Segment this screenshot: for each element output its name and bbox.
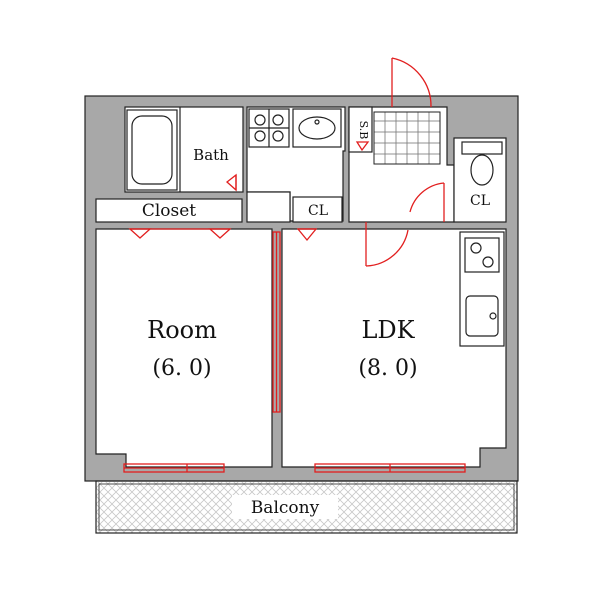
washing-machine-drum-c: [254, 130, 266, 142]
ldk-floor: [281, 228, 507, 468]
balcony-inner: [98, 483, 515, 531]
ldk-name-label: LDK: [361, 316, 415, 344]
wash-fixtures: [248, 108, 342, 148]
counter-top: [459, 231, 505, 347]
washing-machine-drum-d: [272, 130, 284, 142]
bathtub-inner: [131, 115, 173, 185]
ldk-door-swing: [365, 229, 409, 267]
kitchen-counter: [459, 231, 505, 347]
bath-fixtures: [126, 107, 181, 192]
toilet-bowl: [470, 154, 494, 186]
wash-basin-bowl: [298, 116, 336, 140]
room-name-label: Room: [147, 316, 217, 344]
entrance-door-swing: [391, 57, 432, 108]
wash-basin: [292, 108, 342, 148]
tile-floor: [373, 111, 441, 165]
kitchen-sink: [465, 295, 499, 337]
bath-label: Bath: [193, 146, 229, 164]
ldk-size-label: (8. 0): [358, 356, 417, 381]
stove: [464, 237, 500, 273]
stove-burner-a: [470, 242, 482, 254]
bathtub: [126, 109, 178, 191]
balcony: [95, 480, 518, 534]
closet-area: [95, 198, 243, 223]
toilet-tank: [461, 141, 503, 155]
stove-burner-b: [482, 256, 494, 268]
wash-basin-drain: [314, 119, 320, 125]
interior-floor: [95, 106, 507, 468]
shoe-box-door: [355, 141, 370, 152]
shoe-box-label: S.B: [357, 121, 370, 140]
balcony-label: Balcony: [251, 498, 320, 518]
hall-lower: [246, 191, 291, 223]
room-floor: [95, 228, 273, 468]
bath-area: [124, 106, 244, 193]
shoe-box-area: [348, 106, 373, 153]
room-size-label: (6. 0): [152, 356, 211, 381]
balcony-label-bg: [232, 495, 338, 519]
cl-right-label: CL: [470, 193, 490, 209]
toilet-fixture: [461, 141, 503, 186]
washing-machine-drum-a: [254, 114, 266, 126]
closet-label: Closet: [142, 201, 196, 221]
cl-center-label: CL: [308, 203, 328, 219]
cl-right-area: [453, 137, 507, 223]
toilet-door-swing: [409, 182, 445, 213]
labels: Room (6. 0) LDK (8. 0) Bath Closet CL CL…: [142, 121, 490, 518]
kitchen-faucet: [489, 312, 497, 320]
openings: [123, 57, 466, 473]
cl-center-area: [292, 196, 343, 223]
washing-machine-drum-b: [272, 114, 284, 126]
entrance-tiles: [373, 111, 441, 165]
